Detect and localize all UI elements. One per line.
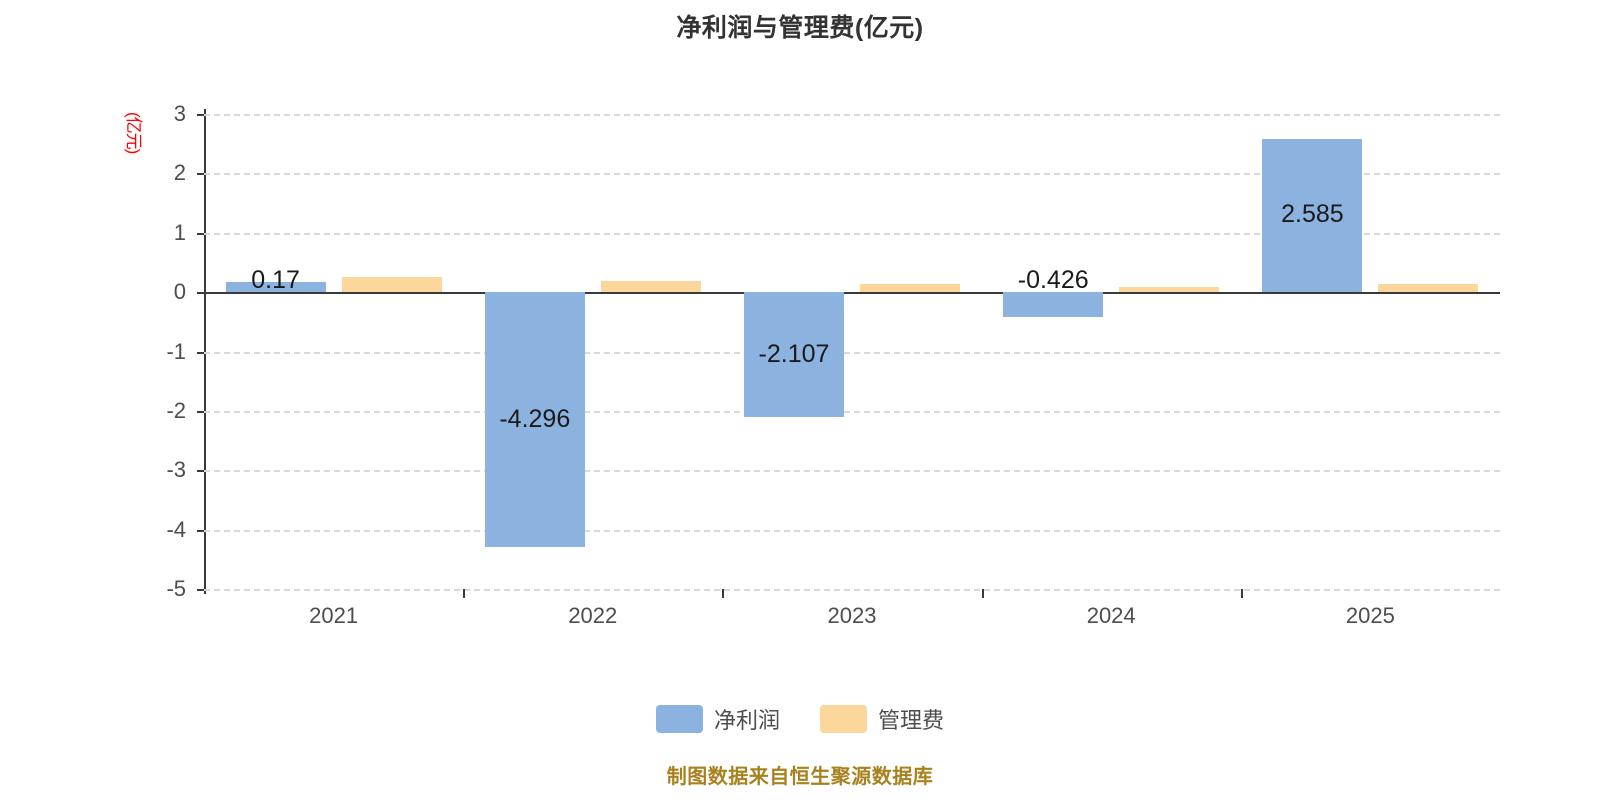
bar-management-fee-2021[interactable] [341, 277, 442, 293]
bar-management-fee-2025[interactable] [1378, 283, 1479, 293]
bar-net-profit-2025[interactable] [1262, 138, 1363, 293]
y-tick-mark [197, 173, 204, 176]
x-tick-label-2022: 2022 [568, 603, 618, 628]
x-tick-mark [1240, 589, 1243, 598]
gridline [204, 351, 1500, 354]
legend-label-management-fee: 管理费 [878, 708, 945, 733]
bar-net-profit-2024[interactable] [1003, 292, 1104, 318]
y-tick-label: -3 [166, 457, 186, 483]
legend-label-net-profit: 净利润 [713, 708, 780, 733]
legend-item-net-profit[interactable]: 净利润 [655, 703, 780, 735]
legend-item-management-fee[interactable]: 管理费 [820, 703, 944, 735]
gridline [204, 232, 1500, 235]
y-tick-label: 0 [173, 279, 186, 305]
zero-line [204, 292, 1500, 295]
chart-legend: 净利润 管理费 [0, 703, 1600, 735]
gridline [204, 173, 1500, 176]
x-tick-label-2021: 2021 [309, 603, 359, 628]
bar-management-fee-2023[interactable] [860, 284, 960, 293]
y-tick-label: -1 [166, 338, 186, 364]
x-tick-label-2023: 2023 [827, 603, 877, 628]
plot-area: 3 2 1 0 -1 -2 -3 -4 -5 2021 0.17 2022 -4.296 2023 -2.1… [166, 101, 1500, 628]
x-tick-label-2025: 2025 [1345, 603, 1395, 628]
y-tick-mark [197, 529, 204, 532]
x-tick-label-2024: 2024 [1086, 603, 1136, 628]
gridline [204, 410, 1500, 413]
bar-value-label-2025: 2.585 [1281, 200, 1344, 229]
bar-value-label-2021: 0.17 [251, 266, 300, 295]
y-tick-label: -5 [166, 576, 186, 601]
gridline [204, 529, 1500, 532]
gridline [204, 114, 1500, 116]
bar-net-profit-2022[interactable] [484, 292, 585, 548]
y-tick-label: -2 [166, 397, 186, 423]
bar-value-label-2023: -2.107 [758, 339, 830, 368]
x-tick-mark [463, 589, 466, 598]
legend-swatch-management-fee [820, 705, 867, 733]
bar-net-profit-2021[interactable] [225, 282, 326, 293]
legend-swatch-net-profit [655, 705, 703, 733]
x-tick-mark [722, 589, 725, 598]
y-tick-label: 2 [173, 160, 186, 186]
y-tick-mark [197, 470, 204, 473]
y-tick-mark [197, 589, 204, 591]
x-tick-mark [981, 589, 984, 598]
source-note: 制图数据来自恒生聚源数据库 [666, 766, 934, 788]
gridline [204, 589, 1500, 591]
chart-title: 净利润与管理费(亿元) [676, 14, 924, 42]
y-tick-label: -4 [166, 516, 186, 542]
y-tick-mark [197, 232, 204, 235]
bar-value-label-2022: -4.296 [499, 404, 571, 433]
y-tick-label: 3 [173, 101, 186, 126]
y-tick-mark [197, 292, 204, 295]
y-tick-mark [197, 410, 204, 413]
bar-management-fee-2022[interactable] [600, 280, 701, 293]
bar-value-label-2024: -0.426 [1017, 266, 1089, 295]
bar-net-profit-2023[interactable] [744, 292, 844, 418]
y-tick-label: 1 [173, 219, 186, 245]
y-tick-mark [197, 351, 204, 354]
gridline [204, 470, 1500, 473]
bar-management-fee-2024[interactable] [1119, 287, 1220, 293]
y-tick-mark [197, 114, 204, 116]
